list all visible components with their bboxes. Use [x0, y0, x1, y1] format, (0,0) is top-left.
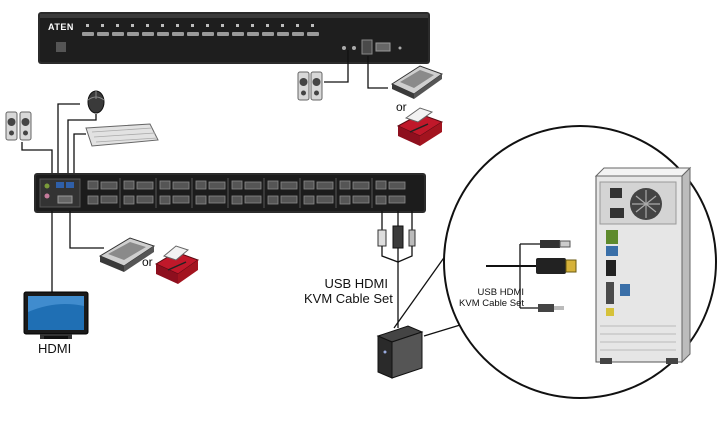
- left-lower-cables: [51, 211, 104, 292]
- speaker-icon: [297, 71, 323, 101]
- keyboard-icon: [85, 123, 159, 147]
- inset-detail: [443, 125, 717, 399]
- top-cables: [324, 50, 388, 89]
- computer-tower-icon: [594, 166, 692, 364]
- scanner-icon: [390, 65, 444, 99]
- speaker-icon: [5, 111, 32, 141]
- label-cable-set-line2: KVM Cable Set: [304, 290, 393, 306]
- printer-icon: [154, 245, 200, 284]
- kvm-front-panel: [38, 12, 430, 64]
- label-cable-set-main: USB HDMI KVM Cable Set: [304, 276, 393, 307]
- monitor-icon: [23, 291, 89, 339]
- label-inset-line1: USB HDMI: [477, 287, 524, 298]
- left-upper-cables: [21, 103, 97, 176]
- label-or-top: or: [396, 100, 407, 114]
- label-hdmi: HDMI: [38, 341, 72, 356]
- mouse-icon: [87, 90, 105, 114]
- scanner-icon: [98, 237, 156, 272]
- label-cable-set-inset: USB HDMI KVM Cable Set: [452, 287, 524, 310]
- kvm-rear-panel: [34, 173, 426, 213]
- cable-connector-icon: [486, 240, 577, 312]
- printer-icon: [396, 107, 444, 146]
- brand-logo: ATEN: [48, 22, 74, 32]
- label-or-left: or: [142, 255, 153, 269]
- label-cable-set-line1: USB HDMI: [324, 276, 388, 291]
- computer-tower-icon: [376, 325, 424, 379]
- label-inset-line2: KVM Cable Set: [459, 297, 524, 309]
- cable-connector-icon: [377, 211, 416, 328]
